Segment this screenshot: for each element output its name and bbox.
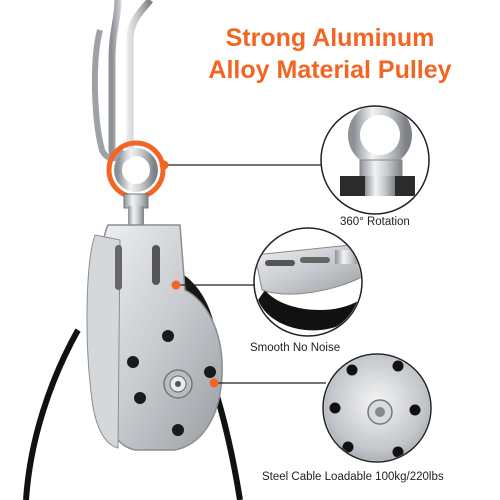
carabiner-icon — [91, 0, 153, 163]
pulley-wheel-icon — [322, 353, 432, 463]
swivel-ring-icon — [106, 140, 166, 226]
pulley-side-plate-icon — [253, 227, 363, 337]
feature-caption-rotation: 360° Rotation — [340, 216, 410, 228]
pulley-body-icon — [86, 224, 223, 451]
eye-bolt-icon — [320, 105, 430, 215]
headline-line-2: Alloy Material Pulley — [208, 56, 452, 84]
feature-caption-smooth: Smooth No Noise — [250, 342, 341, 354]
feature-caption-load: Steel Cable Loadable 100kg/220lbs — [262, 471, 444, 483]
headline: Strong Aluminum Alloy Material Pulley — [180, 22, 480, 86]
headline-line-1: Strong Aluminum — [225, 24, 435, 52]
